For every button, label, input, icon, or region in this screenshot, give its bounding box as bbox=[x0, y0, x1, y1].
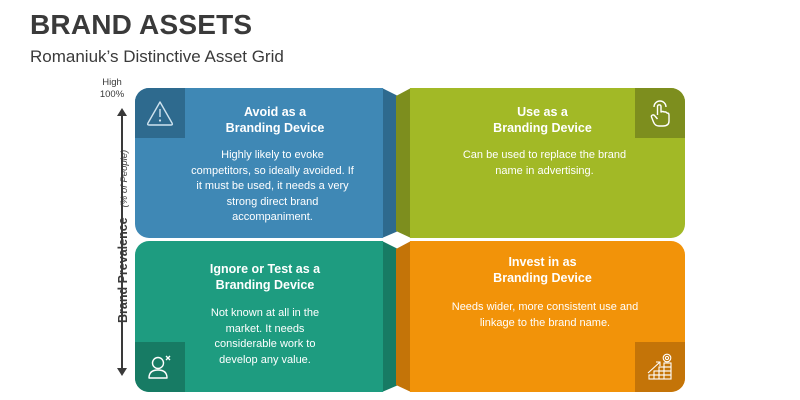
quadrant-use: Use as a Branding Device Can be used to … bbox=[410, 88, 685, 238]
axis-high-text: High bbox=[102, 77, 122, 88]
page-title: BRAND ASSETS bbox=[30, 9, 253, 40]
tap-hand-icon bbox=[650, 100, 670, 127]
quadrant-body: Can be used to replace the brand name in… bbox=[462, 149, 627, 177]
icon-box bbox=[635, 88, 685, 138]
quadrant-ignore: Ignore or Test as a Branding Device Not … bbox=[135, 241, 383, 392]
axis-high-percent: 100% bbox=[99, 89, 125, 100]
axis-arrow-up-icon bbox=[117, 108, 127, 116]
quadrant-title: Use as a Branding Device bbox=[493, 105, 592, 135]
quadrant-avoid: Avoid as a Branding Device Highly likely… bbox=[135, 88, 383, 238]
icon-box bbox=[635, 342, 685, 392]
warning-triangle-icon bbox=[146, 101, 174, 126]
axis-high-label: High 100% bbox=[92, 77, 132, 101]
quadrant-title: Ignore or Test as a Branding Device bbox=[209, 262, 321, 292]
axis-label-sub: (% of People) bbox=[119, 149, 130, 208]
axis-label: Brand Prevalence (% of People) bbox=[116, 149, 130, 323]
axis-label-main: Brand Prevalence bbox=[116, 217, 130, 323]
page-subtitle: Romaniuk’s Distinctive Asset Grid bbox=[30, 47, 284, 66]
axis-line bbox=[121, 114, 123, 370]
fold-shapes bbox=[381, 88, 411, 392]
quadrant-invest: Invest in as Branding Device Needs wider… bbox=[410, 241, 685, 392]
user-remove-icon bbox=[148, 355, 171, 379]
growth-chart-coin-icon bbox=[647, 353, 672, 380]
quadrant-title: Invest in as Branding Device bbox=[493, 255, 592, 285]
quadrant-body: Needs wider, more consistent use and lin… bbox=[451, 301, 639, 329]
axis-arrow-down-icon bbox=[117, 368, 127, 376]
icon-box bbox=[135, 88, 185, 138]
quadrant-body: Highly likely to evoke competitors, so i… bbox=[191, 149, 354, 223]
icon-box bbox=[135, 342, 185, 392]
quadrant-title: Avoid as a Branding Device bbox=[225, 105, 325, 135]
quadrant-body: Not known at all in the market. It needs… bbox=[210, 307, 320, 366]
